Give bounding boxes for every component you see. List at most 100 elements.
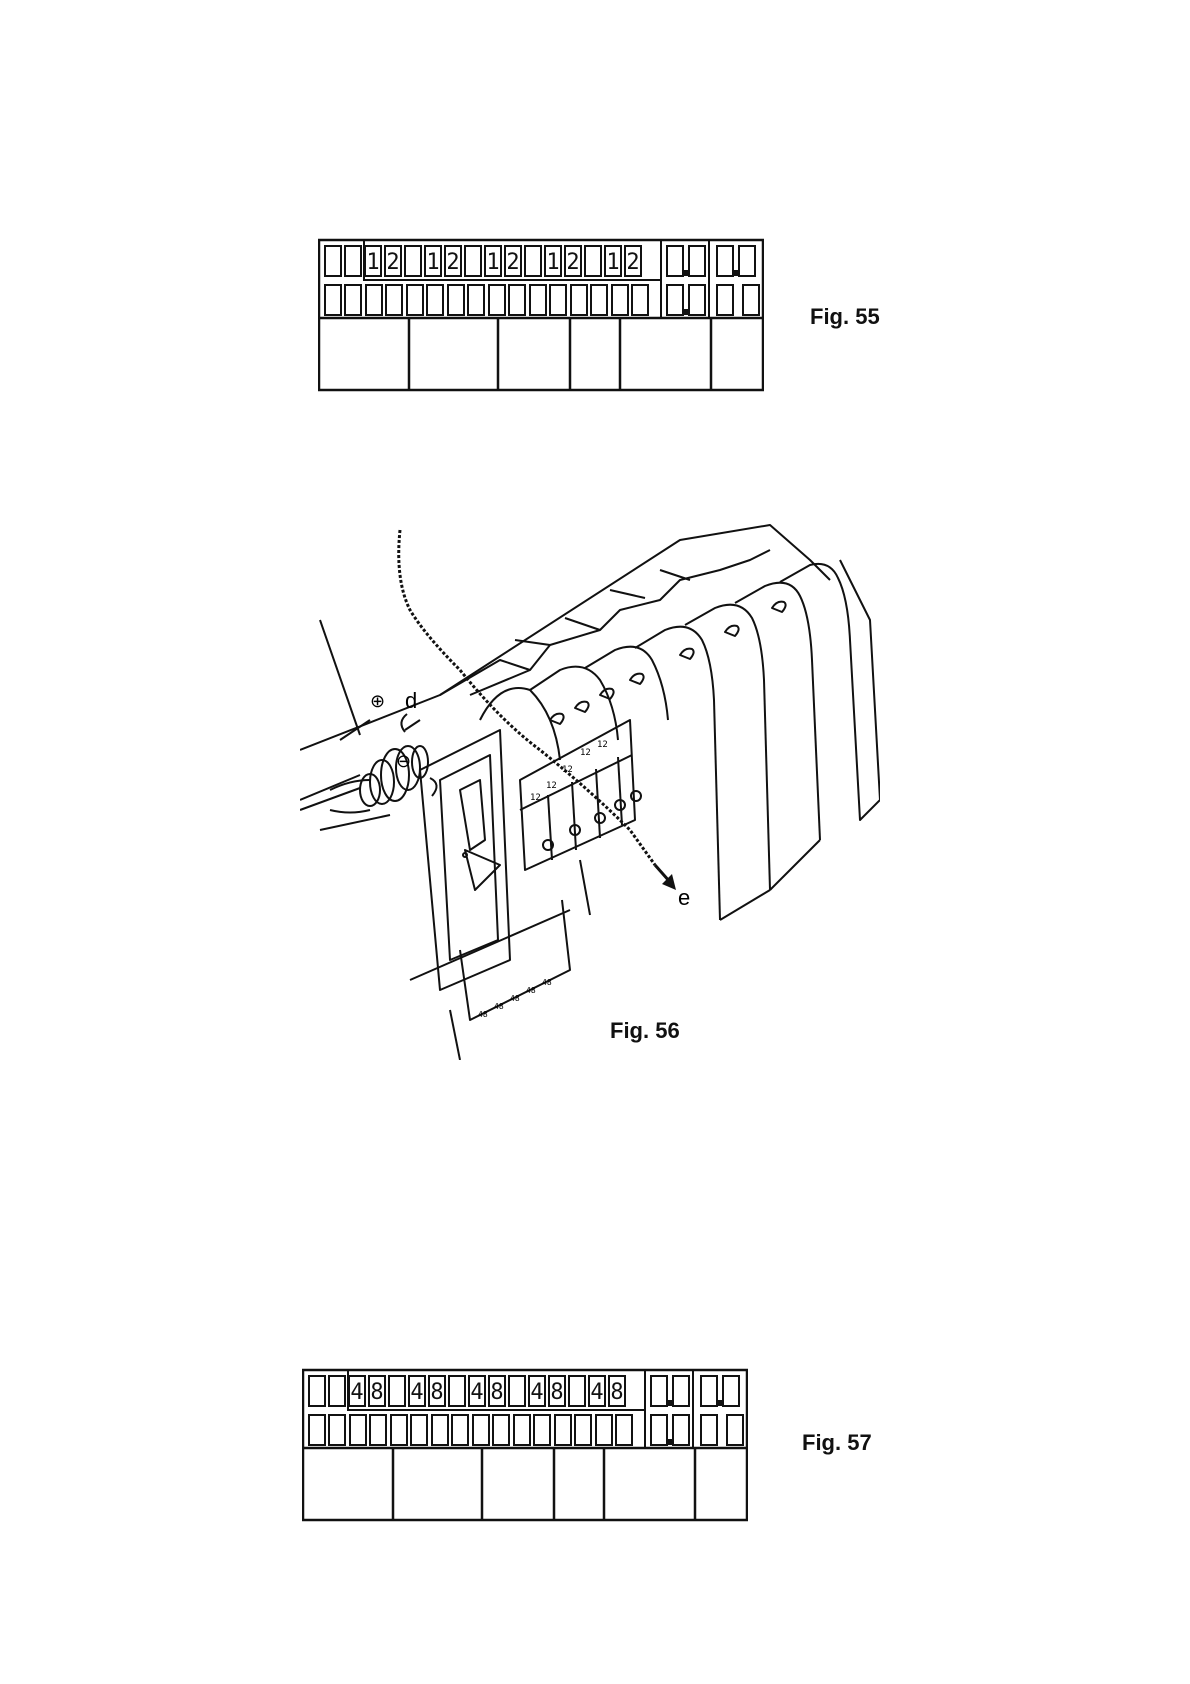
status-cell — [673, 1415, 689, 1445]
display-digit: 2 — [446, 250, 459, 275]
status-cell — [689, 285, 705, 315]
status-cell — [673, 1376, 689, 1406]
strip-number: 48 — [510, 994, 520, 1003]
card-number: 12 — [530, 793, 541, 803]
status-cell — [667, 285, 683, 315]
fig56-illustration: ⊕ ⊖ d e 12 12 12 12 12 48 48 48 48 48 — [300, 520, 880, 1060]
display-cell — [325, 246, 341, 276]
display-cell — [452, 1415, 468, 1445]
display-cell — [407, 285, 423, 315]
display-digit: 2 — [506, 250, 519, 275]
status-indicator — [684, 309, 688, 315]
display-cell — [591, 285, 607, 315]
display-cell — [612, 285, 628, 315]
display-cell — [325, 285, 341, 315]
card-number: 12 — [597, 740, 608, 750]
display-cell — [616, 1415, 632, 1445]
status-indicator — [668, 1439, 672, 1445]
display-digit: 2 — [566, 250, 579, 275]
display-digit: 8 — [430, 1380, 443, 1405]
display-digit: 1 — [546, 250, 559, 275]
display-cell — [405, 246, 421, 276]
display-cell — [632, 285, 648, 315]
status-cell — [717, 246, 733, 276]
display-cell — [530, 285, 546, 315]
display-digit: 4 — [590, 1380, 603, 1405]
display-digit: 8 — [490, 1380, 503, 1405]
display-cell — [432, 1415, 448, 1445]
display-digit: 8 — [610, 1380, 623, 1405]
fig57-display-panel: 4848484848 — [302, 1367, 748, 1523]
display-digit: 1 — [366, 250, 379, 275]
strip-number: 48 — [526, 986, 536, 995]
display-cell — [366, 285, 382, 315]
display-digit: 4 — [470, 1380, 483, 1405]
fig57-caption: Fig. 57 — [802, 1430, 872, 1456]
display-cell — [585, 246, 601, 276]
status-cell — [739, 246, 755, 276]
display-cell — [309, 1415, 325, 1445]
label-d: d — [405, 688, 417, 713]
status-indicator — [668, 1400, 672, 1406]
display-cell — [571, 285, 587, 315]
status-cell — [743, 285, 759, 315]
status-cell — [651, 1415, 667, 1445]
display-cell — [555, 1415, 571, 1445]
display-digit: 1 — [486, 250, 499, 275]
display-cell — [596, 1415, 612, 1445]
fig55-caption: Fig. 55 — [810, 304, 880, 330]
display-cell — [448, 285, 464, 315]
display-cell — [493, 1415, 509, 1445]
status-cell — [727, 1415, 743, 1445]
display-cell — [489, 285, 505, 315]
fig56-caption: Fig. 56 — [610, 1018, 680, 1044]
display-digit: 2 — [386, 250, 399, 275]
display-cell — [345, 285, 361, 315]
status-group-outline — [661, 240, 709, 318]
status-indicator — [718, 1400, 722, 1406]
display-cell — [370, 1415, 386, 1445]
display-digit: 4 — [530, 1380, 543, 1405]
status-indicator — [734, 270, 738, 276]
status-group-outline — [645, 1370, 693, 1448]
display-cell — [350, 1415, 366, 1445]
direction-arrow-e — [655, 865, 676, 890]
display-cell — [389, 1376, 405, 1406]
display-cell — [449, 1376, 465, 1406]
display-cell — [309, 1376, 325, 1406]
status-indicator — [684, 270, 688, 276]
display-cell — [468, 285, 484, 315]
status-cell — [667, 246, 683, 276]
status-cell — [701, 1376, 717, 1406]
display-cell — [509, 1376, 525, 1406]
display-cell — [411, 1415, 427, 1445]
display-cell — [465, 246, 481, 276]
display-cell — [391, 1415, 407, 1445]
status-cell — [651, 1376, 667, 1406]
status-cell — [723, 1376, 739, 1406]
display-cell — [514, 1415, 530, 1445]
strip-number: 48 — [494, 1002, 504, 1011]
display-digit: 4 — [350, 1380, 363, 1405]
plus-symbol: ⊕ — [370, 691, 385, 711]
strip-number: 48 — [478, 1010, 488, 1019]
label-e: e — [678, 885, 690, 910]
card-number: 12 — [562, 765, 573, 775]
card-number: 12 — [546, 781, 557, 791]
minus-symbol: ⊖ — [396, 751, 411, 771]
display-cell — [386, 285, 402, 315]
display-cell — [569, 1376, 585, 1406]
display-cell — [345, 246, 361, 276]
display-cell — [329, 1415, 345, 1445]
display-digit: 1 — [426, 250, 439, 275]
display-cell — [329, 1376, 345, 1406]
display-digit: 1 — [606, 250, 619, 275]
display-cell — [525, 246, 541, 276]
display-cell — [575, 1415, 591, 1445]
display-digit: 4 — [410, 1380, 423, 1405]
display-cell — [427, 285, 443, 315]
status-cell — [701, 1415, 717, 1445]
display-cell — [509, 285, 525, 315]
strip-number: 48 — [542, 978, 552, 987]
